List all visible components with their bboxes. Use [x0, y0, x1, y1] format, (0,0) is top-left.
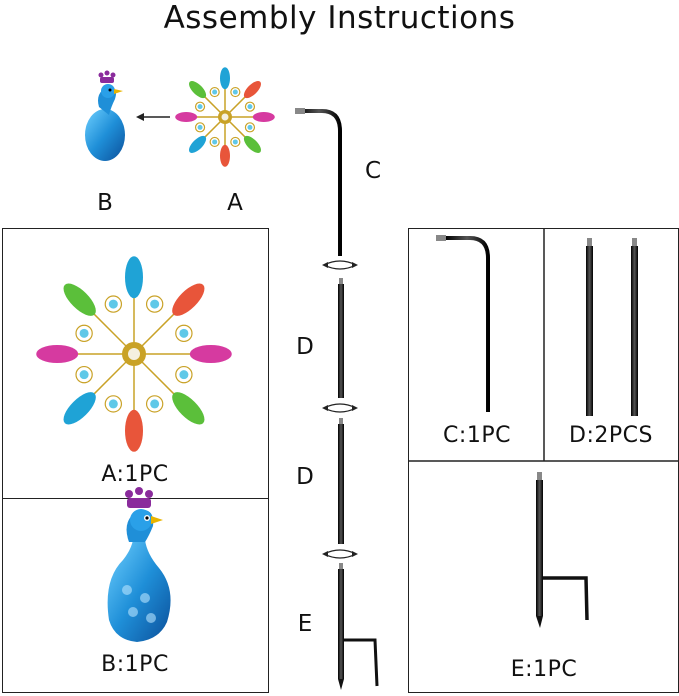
- gem-icon: [150, 299, 160, 309]
- part-e-icon: [536, 472, 589, 628]
- stake-e-icon: [338, 563, 379, 690]
- feather-icon: [36, 345, 79, 363]
- gem-icon: [179, 328, 189, 338]
- feather-icon: [63, 283, 96, 316]
- label-d-upper: D: [296, 334, 314, 360]
- caption-c: C:1PC: [443, 423, 511, 448]
- gem-icon: [232, 89, 238, 95]
- spinner-a-small-icon: [175, 67, 275, 167]
- gem-icon: [197, 124, 203, 130]
- gem-icon: [79, 328, 89, 338]
- feather-icon: [243, 81, 261, 99]
- label-c: C: [364, 158, 382, 184]
- feather-icon: [220, 144, 230, 167]
- part-c-icon: [436, 235, 490, 412]
- feather-icon: [172, 392, 205, 425]
- feather-icon: [243, 135, 261, 153]
- gem-icon: [79, 370, 89, 380]
- label-a: A: [227, 190, 243, 216]
- feather-icon: [220, 67, 230, 90]
- spinner-a-large-icon: [36, 256, 232, 452]
- gem-icon: [212, 139, 218, 145]
- twist-arrows-icon-3: [322, 549, 358, 559]
- label-d-lower: D: [296, 464, 314, 490]
- feather-icon: [252, 112, 275, 122]
- feather-icon: [189, 135, 207, 153]
- arrow-left-icon: [136, 113, 170, 121]
- gem-icon: [108, 399, 118, 409]
- stake-d-lower-icon: [338, 418, 344, 544]
- gem-icon: [232, 139, 238, 145]
- caption-b: B:1PC: [101, 652, 169, 677]
- gem-icon: [179, 370, 189, 380]
- twist-arrows-icon-2: [322, 403, 358, 413]
- stake-d-upper-icon: [338, 278, 344, 398]
- caption-e: E:1PC: [510, 657, 578, 682]
- feather-icon: [63, 392, 96, 425]
- feather-icon: [189, 345, 232, 363]
- gem-icon: [212, 89, 218, 95]
- twist-arrows-icon-1: [322, 260, 358, 270]
- feather-icon: [189, 81, 207, 99]
- peacock-b-small-icon: [85, 70, 125, 161]
- peacock-b-large-icon: [107, 487, 171, 642]
- caption-d: D:2PCS: [569, 423, 653, 448]
- gem-icon: [197, 104, 203, 110]
- part-d-icon-1: [586, 238, 593, 416]
- feather-icon: [172, 283, 205, 316]
- label-b: B: [97, 190, 113, 216]
- feather-icon: [125, 409, 143, 452]
- part-d-icon-2: [631, 238, 638, 416]
- gem-icon: [247, 104, 253, 110]
- caption-a: A:1PC: [101, 462, 169, 487]
- gem-icon: [150, 399, 160, 409]
- feather-icon: [125, 256, 143, 299]
- feather-icon: [175, 112, 198, 122]
- gem-icon: [108, 299, 118, 309]
- gem-icon: [247, 124, 253, 130]
- stake-c-icon: [295, 108, 342, 256]
- label-e: E: [297, 611, 313, 637]
- page-title: Assembly Instructions: [163, 0, 516, 36]
